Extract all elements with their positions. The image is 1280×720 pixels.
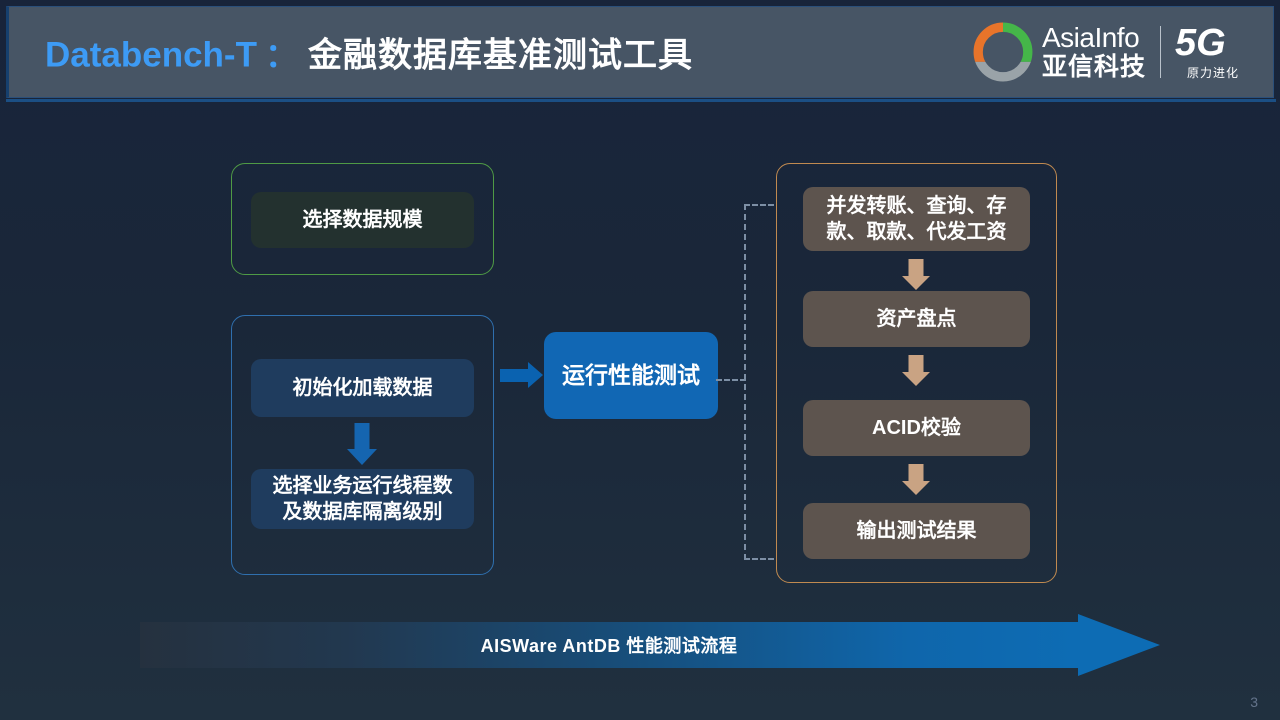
logo-wordmark: AsiaInfo 亚信科技 bbox=[1041, 21, 1146, 81]
logo-5g-badge: 5G 原力进化 bbox=[1175, 23, 1251, 81]
panel-data-scale bbox=[231, 163, 494, 275]
page-title-colon: ： bbox=[264, 36, 298, 74]
node-init-load-data[interactable]: 初始化加载数据 bbox=[251, 359, 474, 417]
node-concurrent-line1: 并发转账、查询、存 bbox=[826, 194, 1007, 217]
logo-slogan: 原力进化 bbox=[1186, 66, 1239, 80]
node-threads-line2: 及数据库隔离级别 bbox=[282, 501, 443, 523]
asiainfo-ring-icon bbox=[973, 22, 1033, 82]
bracket-top-stub bbox=[744, 204, 774, 206]
node-asset-inventory[interactable]: 资产盘点 bbox=[803, 291, 1030, 347]
dashed-bracket-connector bbox=[716, 204, 786, 560]
logo-brand-cn: 亚信科技 bbox=[1041, 52, 1146, 81]
node-output-test-result[interactable]: 输出测试结果 bbox=[803, 503, 1030, 559]
bracket-vertical-line bbox=[744, 204, 746, 560]
slide-header: Databench-T ： 金融数据库基准测试工具 Asi bbox=[6, 6, 1276, 102]
node-acid-verification[interactable]: ACID校验 bbox=[803, 400, 1030, 456]
logo-brand-en: AsiaInfo bbox=[1041, 21, 1140, 53]
page-number: 3 bbox=[1250, 694, 1258, 710]
bracket-center-stub bbox=[716, 379, 746, 381]
panel-workload bbox=[776, 163, 1057, 583]
page-title: Databench-T ： 金融数据库基准测试工具 bbox=[45, 28, 693, 77]
process-banner: AISWare AntDB 性能测试流程 bbox=[140, 614, 1160, 676]
banner-label: AISWare AntDB 性能测试流程 bbox=[480, 636, 738, 656]
banner-body bbox=[140, 622, 1078, 668]
arrow-right-to-run-test bbox=[500, 362, 543, 388]
node-concurrent-line2: 款、取款、代发工资 bbox=[826, 221, 1007, 243]
five-g-icon: 5G bbox=[1175, 23, 1226, 63]
node-select-threads-isolation[interactable]: 选择业务运行线程数 及数据库隔离级别 bbox=[251, 469, 474, 529]
node-threads-line1: 选择业务运行线程数 bbox=[272, 474, 453, 497]
logo-divider bbox=[1160, 26, 1161, 78]
asiainfo-logo: AsiaInfo 亚信科技 5G 原力进化 bbox=[972, 20, 1251, 84]
node-run-performance-test[interactable]: 运行性能测试 bbox=[544, 332, 718, 419]
panel-data-load bbox=[231, 315, 494, 575]
page-title-en: Databench-T bbox=[45, 35, 257, 75]
page-title-cn: 金融数据库基准测试工具 bbox=[307, 36, 693, 75]
svg-text:5G: 5G bbox=[1175, 23, 1226, 63]
node-concurrent-transactions[interactable]: 并发转账、查询、存 款、取款、代发工资 bbox=[803, 187, 1030, 251]
bracket-bottom-stub bbox=[744, 558, 774, 560]
banner-arrow-head bbox=[1078, 614, 1160, 676]
node-select-data-scale[interactable]: 选择数据规模 bbox=[251, 192, 474, 248]
